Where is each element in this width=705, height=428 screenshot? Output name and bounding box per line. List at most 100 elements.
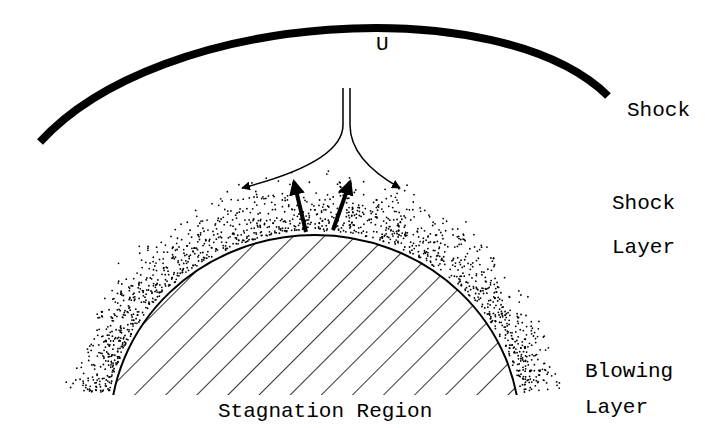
stipple-dot [501,313,503,315]
stipple-dot [261,198,263,200]
stipple-dot [87,351,89,353]
stipple-dot [518,301,520,303]
stipple-dot [465,256,467,258]
stipple-dot [494,314,496,316]
stipple-dot [274,204,276,206]
stipple-dot [112,320,114,322]
stipple-dot [358,215,360,217]
stipple-dot [174,281,176,283]
stipple-dot [131,316,133,318]
stipple-dot [509,347,511,349]
stipple-dot [531,381,533,383]
stipple-dot [189,242,191,244]
stipple-dot [117,361,119,363]
stipple-dot [534,385,536,387]
stipple-dot [256,237,258,239]
stipple-dot [398,226,400,228]
stipple-dot [260,231,262,233]
stipple-dot [165,285,167,287]
stipple-dot [109,376,111,378]
stipple-dot [514,341,516,343]
stipple-dot [499,335,501,337]
stipple-dot [497,296,499,298]
stipple-dot [243,230,245,232]
stipple-dot [468,294,470,296]
stipple-dot [179,264,181,266]
stipple-dot [112,366,114,368]
stipple-dot [100,391,102,393]
stipple-dot [178,275,180,277]
stipple-dot [538,374,540,376]
stipple-dot [240,234,242,236]
stipple-dot [477,296,479,298]
stipple-dot [500,321,502,323]
stipple-dot [544,369,546,371]
stipple-dot [526,334,528,336]
stipple-dot [343,222,345,224]
stipple-dot [110,366,112,368]
stipple-dot [191,236,193,238]
stipple-dot [92,345,94,347]
stipple-dot [381,236,383,238]
stipple-dot [498,287,500,289]
stipple-dot [509,309,511,311]
stipple-dot [109,389,111,391]
stipple-dot [152,261,154,263]
stipple-dot [460,243,462,245]
stipple-dot [526,351,528,353]
stipple-dot [463,234,465,236]
stipple-dot [397,202,399,204]
stipple-dot [108,389,110,391]
stipple-dot [401,218,403,220]
stipple-dot [192,251,194,253]
stipple-dot [527,379,529,381]
stipple-dot [220,231,222,233]
stipple-dot [416,230,418,232]
stipple-dot [200,252,202,254]
stipple-dot [102,378,104,380]
stipple-dot [239,224,241,226]
stipple-dot [108,334,110,336]
stipple-dot [285,230,287,232]
stipple-dot [499,308,501,310]
stipple-dot [486,292,488,294]
stipple-dot [87,388,89,390]
stipple-dot [304,200,306,202]
stipple-dot [218,204,220,206]
stipple-dot [108,338,110,340]
stagnation-region-label: Stagnation Region [218,400,432,424]
stipple-dot [222,245,224,247]
stipple-dot [80,366,82,368]
stipple-dot [288,205,290,207]
stipple-dot [370,218,372,220]
stipple-dot [134,296,136,298]
stipple-dot [274,220,276,222]
stipple-dot [111,380,113,382]
stipple-dot [480,297,482,299]
stipple-dot [106,351,108,353]
stipple-dot [545,349,547,351]
stipple-dot [165,266,167,268]
stipple-dot [236,217,238,219]
stipple-dot [440,242,442,244]
stipple-dot [376,199,378,201]
stipple-dot [113,340,115,342]
stipple-dot [112,354,114,356]
stipple-dot [264,223,266,225]
stipple-dot [276,226,278,228]
stipple-dot [248,197,250,199]
stipple-dot [370,222,372,224]
stipple-dot [328,170,330,172]
stipple-dot [432,221,434,223]
stipple-dot [337,225,339,227]
stipple-dot [134,322,136,324]
stipple-dot [475,293,477,295]
stipple-dot [106,328,108,330]
stipple-dot [215,238,217,240]
stipple-dot [82,382,84,384]
stipple-dot [525,381,527,383]
stipple-dot [505,313,507,315]
stipple-dot [351,222,353,224]
stipple-dot [388,237,390,239]
stipple-dot [109,382,111,384]
